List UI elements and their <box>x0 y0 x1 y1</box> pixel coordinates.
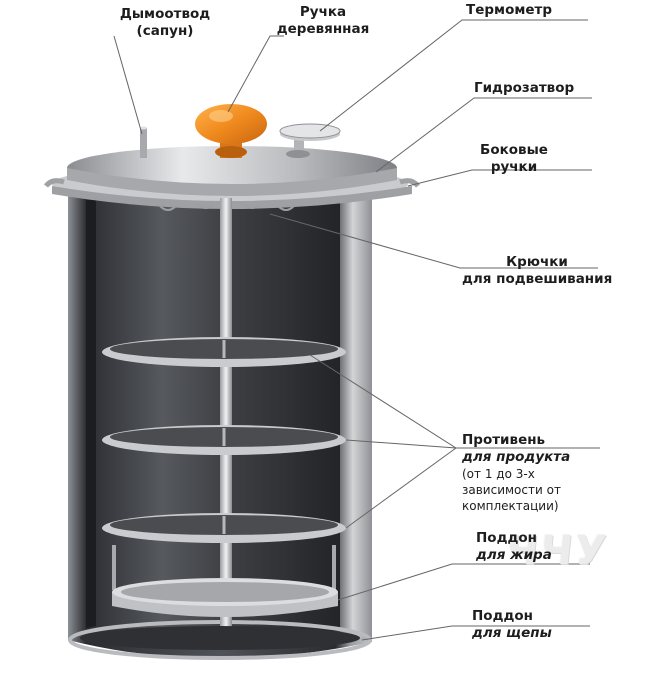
label-smoke-outlet: Дымоотвод (сапун) <box>119 6 211 39</box>
tray-3 <box>102 513 346 543</box>
grease-pan <box>112 578 338 617</box>
label-side-handles: Боковые ручки <box>480 142 548 175</box>
tray-2 <box>102 425 346 455</box>
chip-pan <box>80 626 360 650</box>
label-thermometer: Термометр <box>466 2 553 18</box>
smoke-outlet-pipe <box>140 126 147 158</box>
wooden-handle-knob <box>195 104 267 158</box>
leader-lines <box>113 19 600 641</box>
hanging-hooks <box>159 203 295 211</box>
label-wooden-handle: Ручка деревянная <box>276 4 370 37</box>
label-grease-pan: Поддон для жира <box>476 530 552 563</box>
label-hooks: Крючки для подвешивания <box>462 254 613 287</box>
smoker-lid <box>44 146 420 209</box>
central-rod <box>220 198 232 634</box>
label-chip-pan: Поддон для щепы <box>472 608 552 641</box>
tray-1 <box>102 337 346 367</box>
label-product-trays: Противень для продукта (от 1 до 3-х зави… <box>462 432 571 513</box>
label-trays-note: (от 1 до 3-х зависимости от комплектации… <box>462 467 561 513</box>
tray-legs <box>112 545 336 590</box>
label-water-seal: Гидрозатвор <box>474 80 575 96</box>
